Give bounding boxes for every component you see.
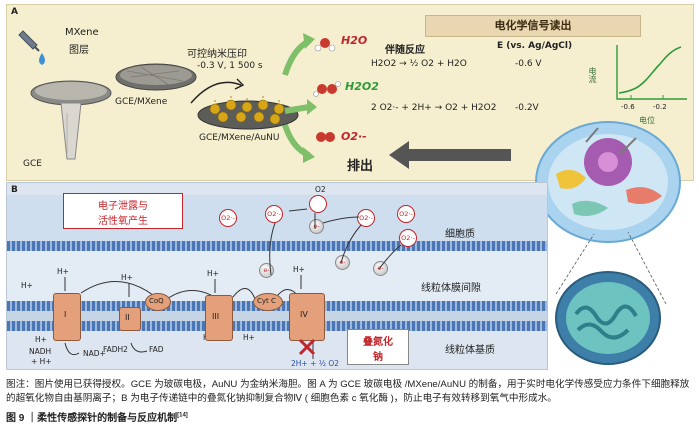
inner-membrane-core bbox=[7, 311, 547, 321]
graph-ylabel: 电流 bbox=[588, 67, 597, 83]
superoxide-4: O2·- bbox=[397, 205, 415, 223]
reaction-header: 伴随反应 bbox=[385, 45, 425, 56]
panel-b: B 电子泄露与 活性氧产生 细胞质 线粒体膜间隙 线粒体基质 O2 O2·- O… bbox=[6, 182, 548, 370]
water-reaction-label: 2H+ + ½ O2 bbox=[291, 359, 340, 368]
complex-I-label: I bbox=[64, 310, 67, 319]
gce-mxene-electrode bbox=[115, 63, 197, 91]
species-superoxide: O2·- bbox=[341, 130, 367, 143]
coq-label: CoQ bbox=[149, 297, 164, 305]
green-arrows bbox=[282, 33, 317, 163]
hplus-4: H+ bbox=[293, 265, 305, 274]
panel-a-letter: A bbox=[11, 7, 18, 17]
cytc-carrier: Cyt C bbox=[253, 293, 283, 311]
reaction-1-potential: -0.6 V bbox=[515, 59, 542, 69]
release-arrow bbox=[389, 141, 511, 169]
sodium-azide-box: 叠氮化 钠 bbox=[347, 329, 409, 365]
imprint-arrow bbox=[190, 78, 245, 104]
azide-line1: 叠氮化 bbox=[363, 337, 393, 348]
graph-tick-1: -0.6 bbox=[621, 103, 635, 111]
cell-illustration bbox=[535, 121, 681, 365]
electron-4: e- bbox=[373, 261, 388, 276]
hplus-6: H+ bbox=[35, 335, 47, 344]
matrix-label: 线粒体基质 bbox=[445, 345, 495, 356]
reaction-2-potential: -0.2V bbox=[515, 103, 539, 113]
leak-box-line2: 活性氧产生 bbox=[98, 216, 148, 227]
complex-III: III bbox=[205, 295, 233, 341]
panel-a: A MXene 图层 GCE GCE/MXene 可控纳米压印 -0.3 V, … bbox=[6, 4, 694, 181]
fadh2-label: FADH2 bbox=[103, 345, 128, 354]
superoxide-2: O2·- bbox=[265, 205, 283, 223]
graph-xlabel: 电位 bbox=[639, 116, 655, 125]
mxene-label: MXene bbox=[65, 27, 99, 38]
complex-I: I bbox=[53, 293, 81, 341]
superoxide-molecule-icon bbox=[316, 132, 335, 142]
inhibition-x-icon bbox=[298, 338, 316, 356]
signal-readout-title: 电化学信号读出 bbox=[425, 15, 641, 37]
inner-membrane-bottom bbox=[7, 321, 547, 331]
reaction-2-equation: 2 O2·- + 2H+ → O2 + H2O2 bbox=[371, 103, 497, 113]
hplus-3: H+ bbox=[207, 269, 219, 278]
nadh-hplus-label: + H+ bbox=[31, 357, 52, 366]
superoxide-1: O2·- bbox=[219, 209, 237, 227]
o2-molecule bbox=[309, 195, 327, 213]
voltammogram-graph bbox=[616, 45, 687, 100]
o2-label: O2 bbox=[315, 185, 326, 194]
azide-line2: 钠 bbox=[373, 352, 383, 363]
reaction-1-equation: H2O2 → ½ O2 + H2O bbox=[371, 59, 467, 69]
gce-label: GCE bbox=[23, 159, 42, 169]
figure-title: 图 9 ｜柔性传感探针的制备与反应机制[14] bbox=[6, 409, 188, 424]
electron-3: e- bbox=[335, 255, 350, 270]
leak-box-line1: 电子泄露与 bbox=[98, 201, 148, 212]
electron-flow-arrows bbox=[64, 208, 402, 359]
species-h2o2: H2O2 bbox=[345, 80, 379, 93]
water-molecule-icon bbox=[314, 38, 336, 52]
figure-caption: 图注：图片使用已获得授权。GCE 为玻碳电极，AuNU 为金纳米海胆。图 A 为… bbox=[6, 379, 690, 404]
electron-leak-box: 电子泄露与 活性氧产生 bbox=[63, 193, 183, 229]
figure-title-text: 图 9 ｜柔性传感探针的制备与反应机制 bbox=[6, 413, 178, 424]
complex-IV: IV bbox=[289, 293, 325, 341]
imprint-label: 可控纳米压印 bbox=[187, 49, 247, 60]
fad-label: FAD bbox=[149, 345, 164, 354]
outer-membrane bbox=[7, 241, 547, 251]
peroxide-molecule-icon bbox=[313, 81, 341, 97]
hplus-5: H+ bbox=[21, 281, 33, 290]
electron-1: e- bbox=[309, 219, 324, 234]
intermembrane-label: 线粒体膜间隙 bbox=[421, 283, 481, 294]
release-label: 排出 bbox=[347, 159, 374, 174]
gce-mxene-label: GCE/MXene bbox=[115, 97, 168, 107]
imprint-conditions: -0.3 V, 1 500 s bbox=[197, 61, 263, 71]
nadh-label: NADH bbox=[29, 347, 52, 356]
potential-header: E (vs. Ag/AgCl) bbox=[497, 41, 573, 51]
figure-ref: [14] bbox=[177, 412, 188, 419]
superoxide-5: O2·- bbox=[399, 229, 417, 247]
complex-IV-label: IV bbox=[300, 310, 308, 319]
mxene-layer-label: 图层 bbox=[69, 45, 89, 56]
complex-II-label: II bbox=[125, 313, 130, 322]
hplus-1: H+ bbox=[57, 267, 69, 276]
gce-mxene-aunu-label: GCE/MXene/AuNU bbox=[199, 133, 280, 143]
gce-mxene-aunu-electrode bbox=[197, 96, 299, 130]
dropper-icon bbox=[18, 30, 45, 65]
cytoplasm-label: 细胞质 bbox=[445, 229, 475, 240]
hplus-2: H+ bbox=[121, 273, 133, 282]
species-h2o: H2O bbox=[341, 34, 368, 47]
intermembrane-region bbox=[7, 251, 547, 301]
complex-III-label: III bbox=[212, 312, 220, 321]
panel-b-letter: B bbox=[11, 185, 18, 195]
coq-carrier: CoQ bbox=[145, 293, 171, 311]
complex-II: II bbox=[119, 307, 141, 331]
hplus-9: H+ bbox=[243, 333, 255, 342]
superoxide-3: O2·- bbox=[357, 209, 375, 227]
graph-tick-2: -0.2 bbox=[653, 103, 667, 111]
gce-electrode bbox=[30, 80, 112, 160]
nad-label: NAD+ bbox=[83, 349, 106, 358]
cytc-label: Cyt C bbox=[257, 297, 276, 305]
